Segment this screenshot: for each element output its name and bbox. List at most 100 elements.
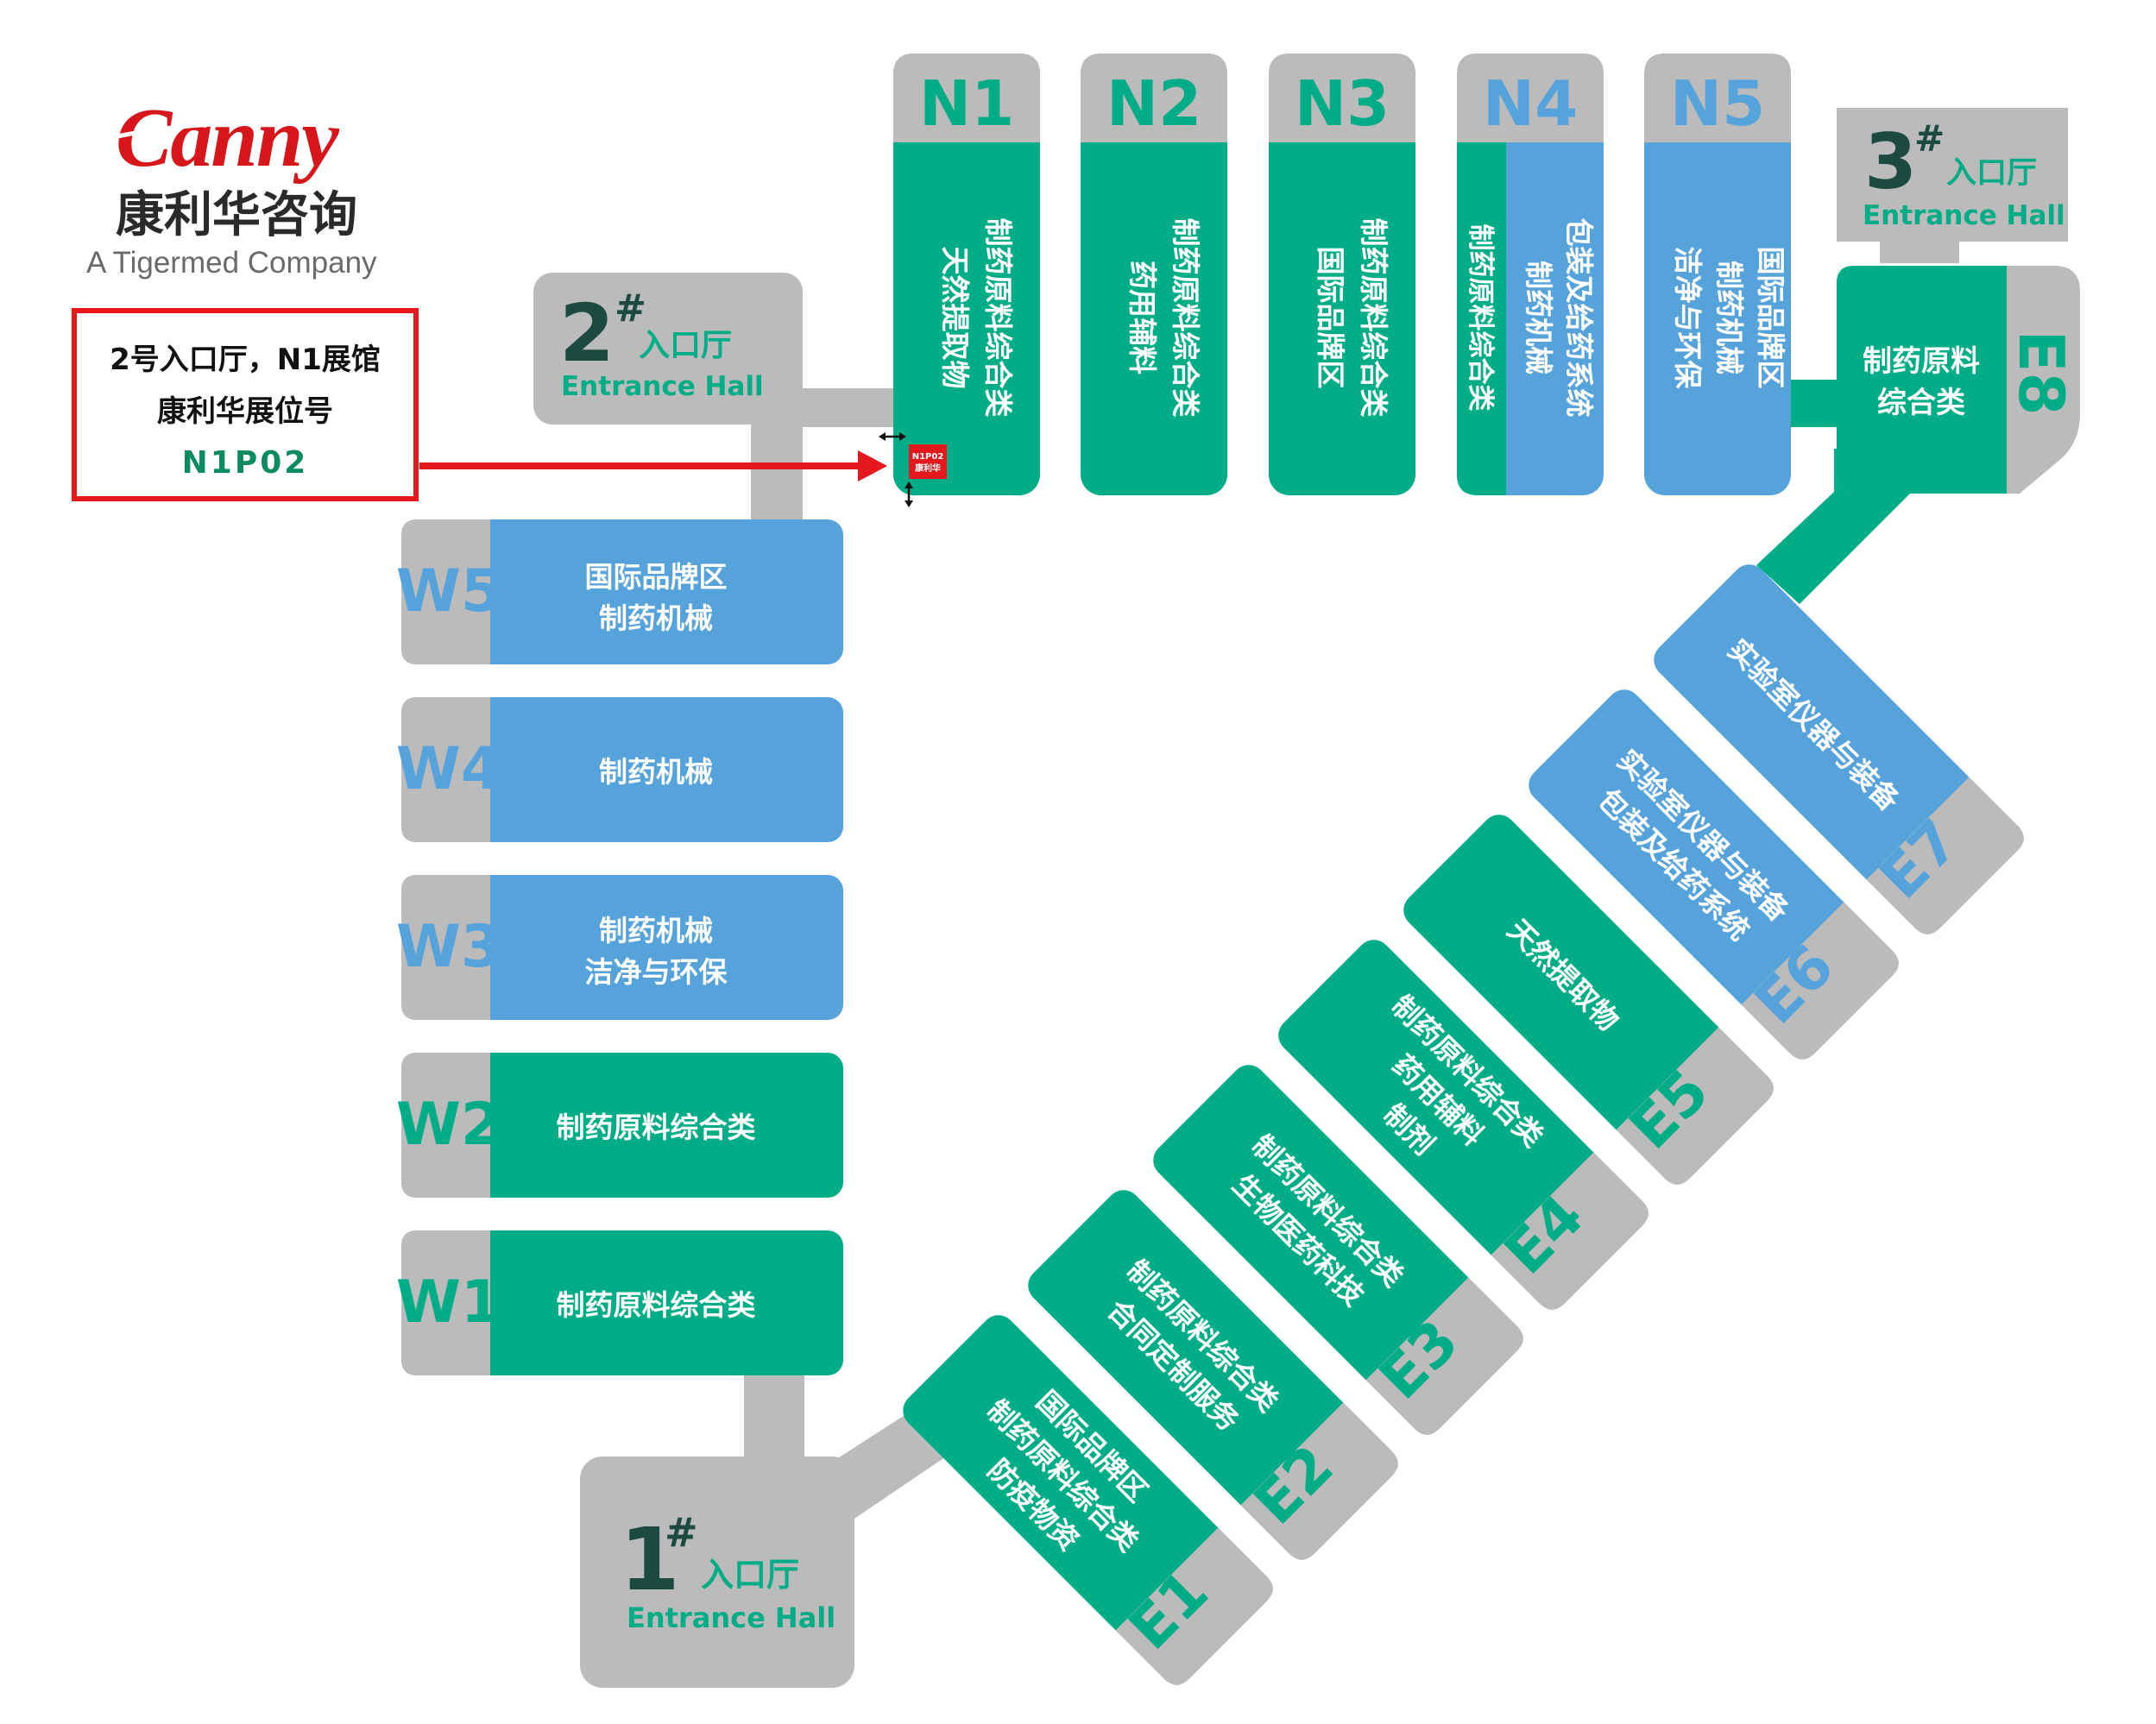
entrance-hall-3-block[interactable] <box>1837 108 2068 242</box>
hall-w1-body[interactable] <box>401 1230 843 1375</box>
callout-arrow <box>419 450 887 481</box>
hall-w2-tab <box>401 1053 490 1198</box>
hall-n5-line-2: 制药机械 <box>1712 261 1746 374</box>
hall-w5-line-1: 国际品牌区 <box>585 560 728 594</box>
hall-n3-line-2: 国际品牌区 <box>1314 247 1347 389</box>
entrance-hall-1-block[interactable] <box>580 1457 854 1688</box>
booth-callout: 2号入口厅，N1展馆 康利华展位号 N1P02 <box>72 308 419 501</box>
hall-n1-header <box>893 53 1040 142</box>
hall-e1-tab <box>1115 1527 1273 1685</box>
hall-n1-line-2: 天然提取物 <box>938 247 972 389</box>
entrance-hall-3[interactable]: 3 # 入口厅 Entrance Hall <box>1837 108 2068 263</box>
hall-e5-tab <box>1616 1027 1774 1185</box>
hall-n4-blue-line-1: 包装及给药系统 <box>1562 218 1596 418</box>
entrance-hall-1[interactable]: 1 # 入口厅 Entrance Hall <box>580 1457 854 1688</box>
entrance-3-hash: # <box>1914 117 1945 160</box>
hall-n4[interactable]: N4 制药原料综合类 包装及给药系统 制药机械 <box>1457 53 1604 495</box>
entrance-hall-3-stem <box>1880 237 1959 263</box>
hall-w3-label: W3 <box>396 913 501 981</box>
hall-w2-label: W2 <box>396 1091 501 1159</box>
hall-w3-tab <box>401 875 490 1020</box>
hall-n3[interactable]: N3 制药原料综合类 国际品牌区 <box>1269 53 1415 495</box>
hall-n2-line-2: 药用辅料 <box>1125 261 1159 374</box>
hall-w1-line-1: 制药原料综合类 <box>557 1288 756 1322</box>
logo-chinese-name: 康利华咨询 <box>116 186 357 243</box>
hall-n4-green-line-1: 制药原料综合类 <box>1465 224 1496 412</box>
hall-n3-body[interactable] <box>1269 53 1415 495</box>
hall-w3-line-2: 洁净与环保 <box>585 955 728 989</box>
entrance-3-en: Entrance Hall <box>1863 200 2065 231</box>
hall-n5-body[interactable] <box>1644 53 1791 495</box>
hall-e2-tab <box>1240 1402 1398 1560</box>
hall-n2-header <box>1081 53 1227 142</box>
hall-e8-green <box>1837 266 2007 494</box>
entrance-2-cn: 入口厅 <box>639 328 732 363</box>
hall-n1-body[interactable] <box>893 53 1040 495</box>
hall-w5-tab <box>401 519 490 664</box>
logo-wordmark: Canny <box>116 91 339 185</box>
hall-w1-label: W1 <box>396 1268 501 1337</box>
hall-w5-body[interactable] <box>401 519 843 664</box>
entrance-3-cn: 入口厅 <box>1946 156 2037 191</box>
entrance-1-en: Entrance Hall <box>627 1601 835 1634</box>
entrance-2-hash: # <box>615 286 646 330</box>
hall-n2-line-1: 制药原料综合类 <box>1169 218 1202 418</box>
entrance-1-cn: 入口厅 <box>701 1556 799 1594</box>
hall-w2-body[interactable] <box>401 1053 843 1198</box>
hall-w1-tab <box>401 1230 490 1375</box>
hall-n5-line-1: 国际品牌区 <box>1754 247 1787 389</box>
booth-marker-n1p02[interactable]: N1P02 康利华 <box>879 432 947 507</box>
corridor-2-to-n1 <box>794 388 906 427</box>
hall-e5[interactable]: E5 天然提取物 <box>1396 808 1780 1191</box>
hall-n5[interactable]: N5 国际品牌区 制药机械 洁净与环保 <box>1644 53 1791 495</box>
hall-n2-body[interactable] <box>1081 53 1227 495</box>
hall-w3[interactable]: W3 制药机械 洁净与环保 <box>396 875 843 1020</box>
hall-n4-green-strip <box>1457 142 1506 495</box>
hall-n1-line-1: 制药原料综合类 <box>981 218 1015 418</box>
hall-w2-line-1: 制药原料综合类 <box>557 1111 756 1144</box>
callout-line-1: 2号入口厅，N1展馆 <box>110 343 381 377</box>
hall-e8-line-2: 综合类 <box>1877 386 1965 420</box>
hall-w5[interactable]: W5 国际品牌区 制药机械 <box>396 519 843 664</box>
hall-e4[interactable]: E4 制药原料综合类 药用辅料 制剂 <box>1271 933 1655 1316</box>
hall-w4-tab <box>401 697 490 842</box>
hall-n2[interactable]: N2 制药原料综合类 药用辅料 <box>1081 53 1227 495</box>
hall-w5-line-2: 制药机械 <box>599 601 713 635</box>
hall-w4-label: W4 <box>396 735 501 803</box>
horizontal-arrows-icon <box>879 432 906 441</box>
hall-e3-tab <box>1365 1277 1523 1435</box>
entrance-2-en: Entrance Hall <box>561 371 764 402</box>
hall-e7-tab <box>1866 777 2024 934</box>
entrance-hall-2[interactable]: 2 # 入口厅 Entrance Hall <box>533 273 803 425</box>
entrance-3-number: 3 <box>1864 117 1917 206</box>
hall-n3-header <box>1269 53 1415 142</box>
hall-n3-line-1: 制药原料综合类 <box>1357 218 1390 418</box>
entrance-1-number: 1 <box>620 1509 680 1610</box>
canny-logo: Canny 康利华咨询 A Tigermed Company <box>86 91 377 280</box>
hall-w4-body[interactable] <box>401 697 843 842</box>
arrow-head-icon <box>858 450 887 481</box>
hall-n1-label: N1 <box>919 67 1014 140</box>
hall-w3-body[interactable] <box>401 875 843 1020</box>
entrance-2-number: 2 <box>559 287 615 380</box>
callout-box <box>72 308 419 501</box>
entrance-hall-2-block[interactable] <box>533 273 803 425</box>
hall-w4[interactable]: W4 制药机械 <box>396 697 843 842</box>
hall-n4-label: N4 <box>1483 67 1578 140</box>
hall-e8[interactable]: E8 制药原料 综合类 <box>1837 266 2080 494</box>
hall-e7[interactable]: E7 实验室仪器与装备 <box>1647 557 2030 941</box>
hall-w5-label: W5 <box>396 557 501 626</box>
hall-e8-line-1: 制药原料 <box>1863 344 1980 379</box>
logo-tagline: A Tigermed Company <box>86 246 377 280</box>
booth-marker-code: N1P02 <box>912 452 944 462</box>
callout-booth-number: N1P02 <box>182 445 309 481</box>
hall-e4-tab <box>1491 1152 1649 1310</box>
hall-w1[interactable]: W1 制药原料综合类 <box>396 1230 843 1375</box>
hall-w2[interactable]: W2 制药原料综合类 <box>396 1053 843 1198</box>
logo-swoosh-icon <box>117 121 372 139</box>
hall-n5-label: N5 <box>1670 67 1765 140</box>
hall-n1[interactable]: N1 制药原料综合类 天然提取物 <box>893 53 1040 495</box>
booth-marker-box[interactable] <box>909 444 947 479</box>
hall-w4-line-1: 制药机械 <box>599 755 713 789</box>
